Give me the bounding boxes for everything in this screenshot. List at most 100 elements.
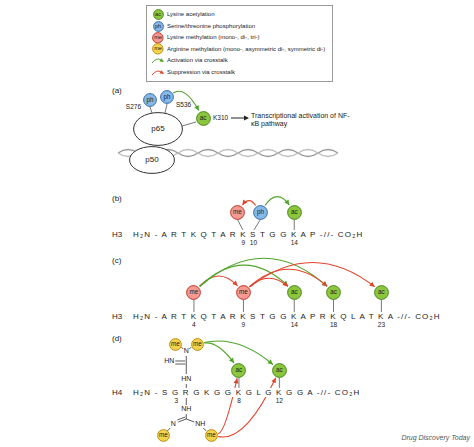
residue-number: 9: [242, 321, 246, 328]
node-text: me: [171, 341, 180, 347]
node-text: ac: [276, 367, 283, 373]
legend-box: Lysine acetylationSerine/threonine phosp…: [146, 5, 333, 82]
suppression-arrow: [218, 378, 276, 437]
modification-badge: me: [169, 338, 182, 351]
histone-name: H3: [112, 230, 122, 239]
node-text: ph: [163, 94, 170, 100]
residue-label: K310: [213, 114, 228, 121]
legend-text: Lysine methylation (mono-, di-, tri-): [167, 34, 259, 40]
suppression-arrow: [218, 378, 238, 433]
arrow-head: [322, 281, 327, 286]
chemical-bond: [186, 362, 187, 374]
legend-icon: ac: [153, 9, 164, 20]
node-text: ac: [291, 209, 298, 215]
legend-text: Lysine acetylation: [167, 11, 214, 17]
arrow-head: [160, 70, 165, 74]
arrow-head: [244, 116, 249, 121]
panel-letter: (c): [112, 256, 121, 265]
atom-label: HN: [164, 357, 174, 365]
arrow-head: [229, 358, 234, 364]
legend-text: Arginine methylation (mono-, asymmetric …: [167, 46, 325, 52]
node-shape: [153, 33, 163, 43]
journal-credit: Drug Discovery Today: [401, 434, 470, 442]
node-shape: [187, 285, 201, 299]
arrow-head: [160, 58, 165, 62]
activation-arrow: [265, 197, 289, 206]
modification-badge: ph: [143, 93, 157, 107]
chemical-bond: [203, 428, 206, 431]
legend-text: Suppression via crosstalk: [167, 69, 235, 75]
chemical-bond: [175, 364, 185, 365]
arrow-head: [369, 282, 374, 287]
attachment-stem: [381, 300, 382, 314]
modification-badge: ph: [160, 90, 174, 104]
residue-number: 10: [250, 239, 257, 246]
node-shape: [169, 338, 181, 350]
residue-number: 3: [174, 397, 178, 404]
node-shape: [287, 205, 301, 219]
legend-row: Arginine methylation (mono-, asymmetric …: [150, 44, 325, 56]
panel-letter: (d): [112, 334, 122, 343]
protein-subunit: p65: [133, 112, 183, 146]
sequence: H₂N - A R T K Q T A R K S T G G K A P R …: [133, 312, 441, 321]
connector-line: [204, 343, 234, 363]
node-shape: [327, 285, 341, 299]
node-text: ph: [257, 209, 264, 215]
residue-number: 9: [242, 239, 246, 246]
node-text: me: [207, 432, 216, 438]
node-text: me: [239, 289, 248, 295]
suppression-arrow: [249, 269, 327, 286]
activation-arrow: [204, 343, 234, 363]
modification-badge: me: [186, 285, 201, 300]
activation-arrow: [231, 118, 245, 119]
legend-icon: ph: [153, 21, 164, 32]
sequence: H₂N - S G R G K G G K G L G K G G A -//-…: [133, 388, 361, 397]
modification-badge: me: [230, 205, 245, 220]
arrow-head: [284, 200, 289, 206]
connector-line: [218, 378, 276, 437]
chemical-bond: [175, 361, 185, 362]
pathway-note: Transcriptional activation of NF-κB path…: [251, 112, 351, 128]
node-shape: [287, 285, 301, 299]
activation-arrow: [204, 341, 273, 365]
arrow-head: [242, 200, 247, 206]
connector-line: [204, 341, 273, 365]
attachment-stem: [294, 300, 295, 314]
legend-icon: me: [152, 43, 164, 55]
arrow-head: [267, 359, 272, 364]
legend-row: Activation via crosstalk: [150, 55, 325, 67]
histone-name: H3: [112, 312, 122, 321]
node-text: ph: [155, 24, 161, 30]
residue-number: 8: [237, 397, 241, 404]
connector-line: [265, 197, 289, 206]
modification-badge: ac: [272, 363, 287, 378]
node-text: ac: [155, 12, 161, 18]
legend-text: Serine/threonine phosphorylation: [167, 23, 255, 29]
node-text: me: [193, 341, 202, 347]
legend-row: Suppression via crosstalk: [150, 67, 325, 79]
node-shape: [130, 147, 175, 174]
node-text: me: [190, 289, 199, 295]
modification-badge: ph: [253, 205, 268, 220]
arrow-line: [152, 71, 161, 75]
node-text: me: [159, 432, 168, 438]
arrow-head: [282, 281, 287, 286]
chemical-bond: [186, 356, 187, 362]
residue-label: S276: [126, 103, 141, 110]
node-shape: [144, 94, 157, 107]
attachment-stem: [150, 107, 152, 113]
node-shape: [374, 285, 388, 299]
arrow-head: [194, 105, 199, 111]
connector-line: [173, 91, 199, 110]
arrow-head: [234, 378, 239, 383]
chemical-bond: [186, 414, 187, 419]
residue-label: S536: [176, 101, 191, 108]
node-text: me: [154, 35, 162, 41]
node-shape: [153, 21, 163, 31]
suppression-arrow: [250, 262, 375, 287]
residue-number: 14: [291, 321, 298, 328]
connector-line: [250, 262, 375, 287]
atom-label: HN: [181, 375, 191, 383]
node-shape: [196, 111, 210, 125]
